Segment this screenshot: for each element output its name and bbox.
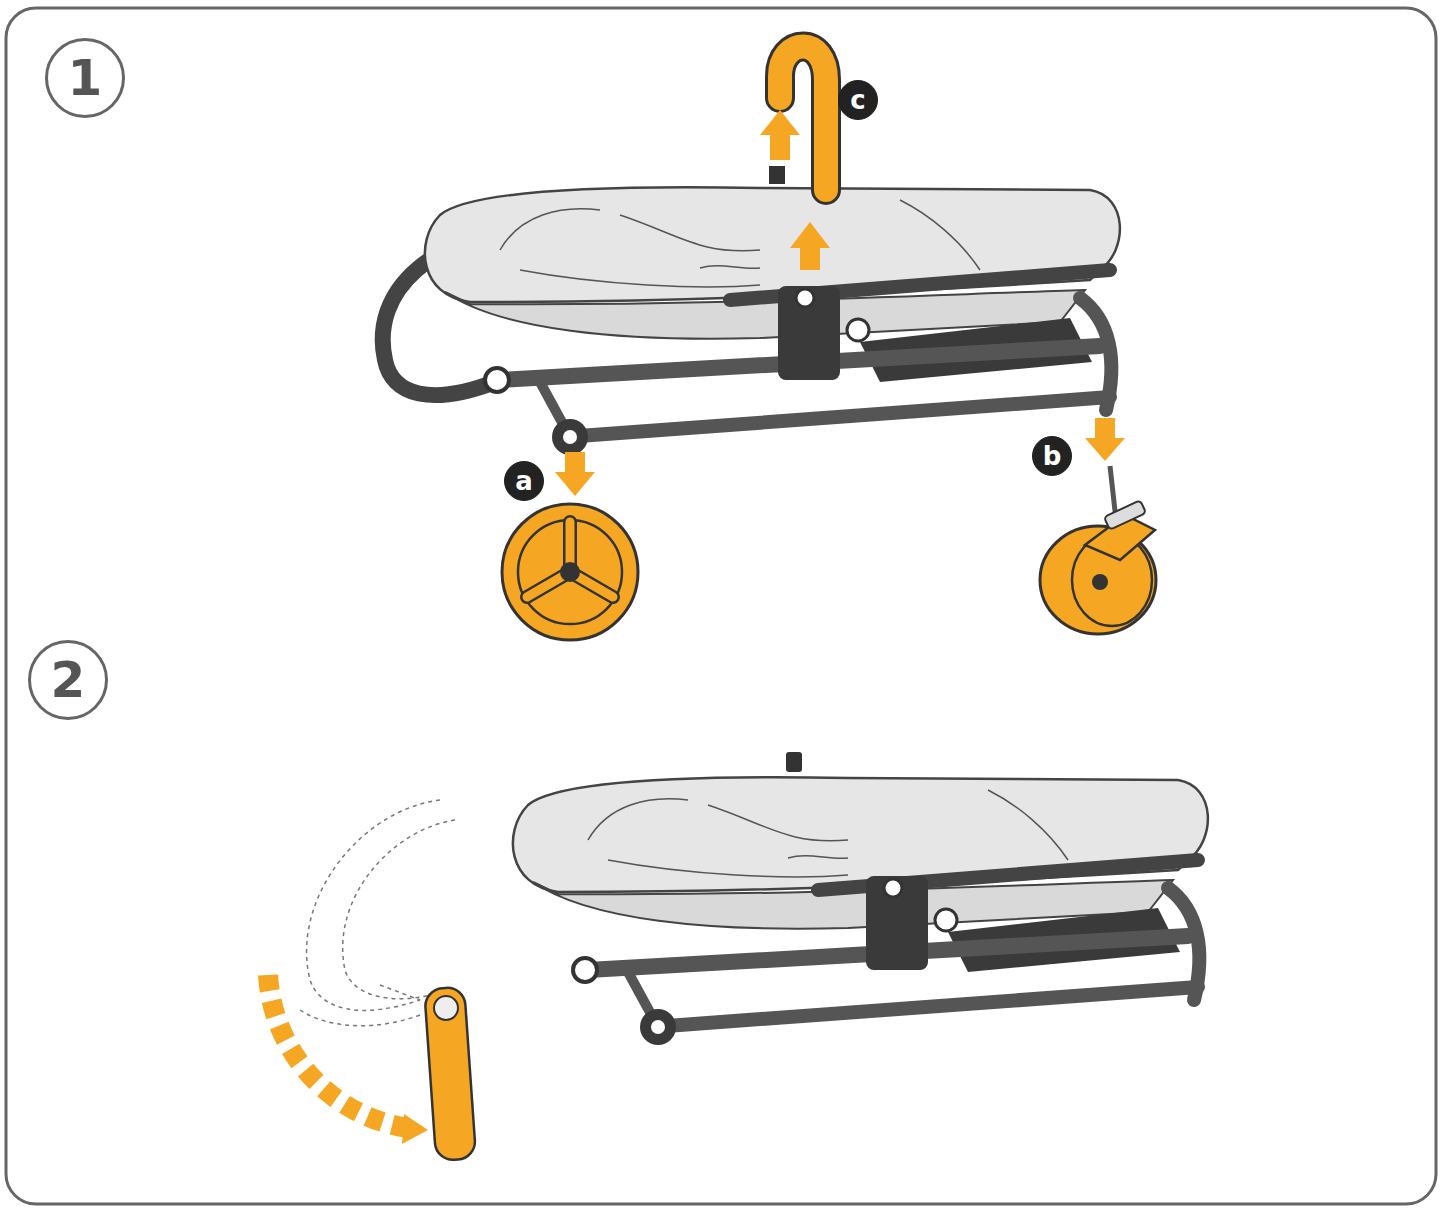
bumper-bar: [780, 47, 826, 191]
front-wheel: [1040, 466, 1156, 634]
step-number: 1: [45, 38, 125, 118]
wheel-axle: [1092, 574, 1108, 590]
down-arrow: [565, 452, 585, 474]
bumper-socket: [786, 752, 802, 772]
panel-frame: [6, 8, 1436, 1204]
rotate-arrow: [402, 1114, 428, 1144]
callout-letter-text: a: [515, 468, 533, 494]
rear-wheel: [502, 504, 638, 640]
up-arrow: [800, 245, 820, 270]
wheel-spoke: [527, 522, 613, 597]
step-number-circle: [47, 40, 124, 117]
callout-letter-circle: [505, 462, 544, 501]
wheel-tyre: [502, 504, 638, 640]
callout-letter-circle: [1033, 437, 1072, 476]
callout-letter-text: c: [850, 87, 865, 113]
callout-letter-circle: [839, 81, 878, 120]
ghost-handlebar: [300, 985, 420, 1026]
ghost-handlebar: [343, 820, 455, 999]
callout-letter: a: [504, 461, 544, 501]
step-number-text: 1: [68, 53, 103, 103]
wheel-clip: [1104, 500, 1146, 530]
rotate-arrow: [268, 975, 408, 1128]
bumper-bar: [780, 47, 826, 191]
wheel-axle: [560, 562, 580, 582]
handlebar-end: [434, 996, 458, 1020]
up-arrow: [760, 110, 800, 135]
step-number-text: 2: [51, 655, 86, 705]
folded-seat: [425, 187, 1120, 455]
step-number: 2: [28, 640, 108, 720]
callout-letter-text: b: [1043, 443, 1062, 469]
bumper-socket: [769, 166, 785, 184]
ghost-handlebar: [307, 800, 440, 1010]
wheel-rim: [518, 520, 622, 624]
folded-handlebar: [424, 987, 476, 1161]
up-arrow: [770, 132, 790, 160]
step-number-circle: [30, 642, 107, 719]
down-arrow: [555, 472, 595, 496]
callout-letter: c: [838, 80, 878, 120]
down-arrow: [1085, 438, 1125, 461]
down-arrow: [1095, 418, 1115, 440]
callout-letter: b: [1032, 436, 1072, 476]
folded-seat: [513, 777, 1208, 1045]
wheel-spoke: [527, 522, 613, 597]
up-arrow: [790, 222, 830, 248]
